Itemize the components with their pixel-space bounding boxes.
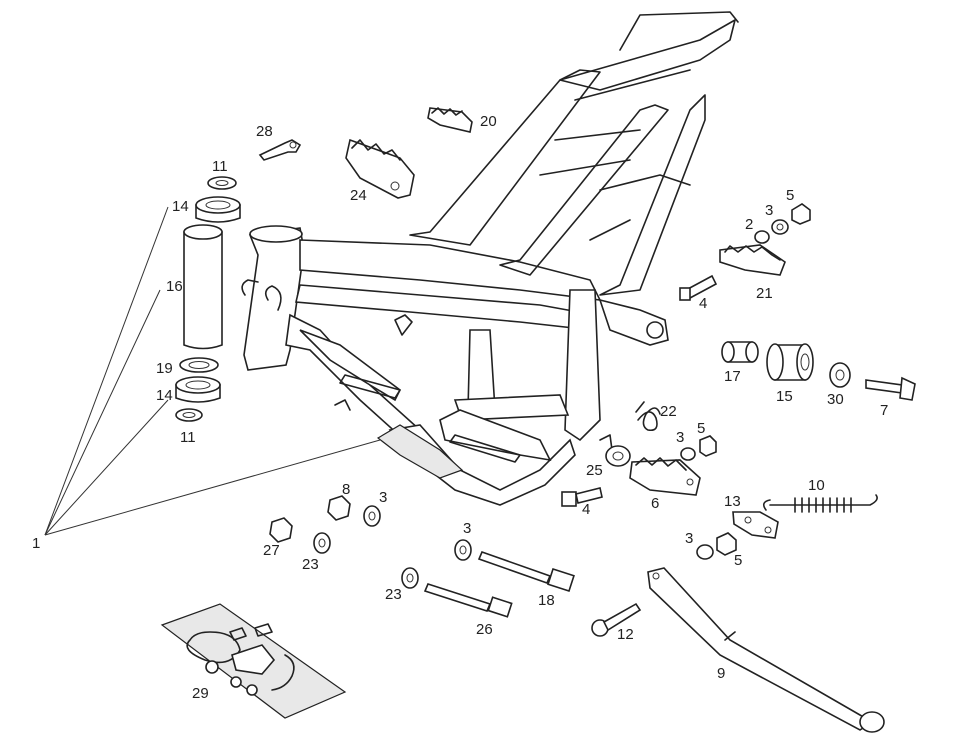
- label-part-27: 27: [263, 542, 280, 559]
- label-part-28: 28: [256, 123, 273, 140]
- label-part-8: 8: [342, 481, 351, 498]
- label-part-6: 6: [651, 495, 660, 512]
- label-part-1: 1: [32, 535, 41, 552]
- label-part-14: 14: [172, 198, 189, 215]
- label-part-4: 4: [699, 295, 708, 312]
- label-part-3: 3: [379, 489, 388, 506]
- label-part-26: 26: [476, 621, 493, 638]
- washer-nut-3-5: [696, 532, 737, 560]
- label-part-20: 20: [480, 113, 497, 130]
- steering-stem-parts: [175, 176, 241, 422]
- label-part-24: 24: [350, 187, 367, 204]
- label-part-14: 14: [156, 387, 173, 404]
- label-part-10: 10: [808, 477, 825, 494]
- label-part-25: 25: [586, 462, 603, 479]
- label-part-23: 23: [385, 586, 402, 603]
- label-part-12: 12: [617, 626, 634, 643]
- label-part-3: 3: [685, 530, 694, 547]
- label-part-30: 30: [827, 391, 844, 408]
- bolt-part-18: [477, 550, 575, 593]
- label-part-3: 3: [676, 429, 685, 446]
- label-part-13: 13: [724, 493, 741, 510]
- label-part-22: 22: [660, 403, 677, 420]
- main-frame: [241, 11, 739, 506]
- label-part-11: 11: [212, 158, 228, 175]
- left-footrest-assembly: [605, 435, 717, 496]
- washers-nuts-lower-left: [269, 495, 472, 589]
- label-part-19: 19: [156, 360, 173, 377]
- label-part-21: 21: [756, 285, 773, 302]
- label-part-4: 4: [582, 501, 591, 518]
- hardware-bag-part-29: [160, 603, 347, 719]
- footrest-part-24: [345, 138, 415, 199]
- label-part-2: 2: [745, 216, 754, 233]
- label-part-3: 3: [463, 520, 472, 537]
- bolt-part-4-lower: [561, 487, 603, 507]
- bolt-part-26: [423, 583, 513, 618]
- label-part-17: 17: [724, 368, 741, 385]
- label-part-11: 11: [180, 429, 196, 446]
- label-part-16: 16: [166, 278, 183, 295]
- side-stand-part-9: [647, 567, 885, 733]
- label-part-15: 15: [776, 388, 793, 405]
- label-part-5: 5: [734, 552, 743, 569]
- spring-part-10: [762, 494, 878, 513]
- label-part-18: 18: [538, 592, 555, 609]
- label-part-3: 3: [765, 202, 774, 219]
- right-footrest-assembly: [679, 203, 811, 301]
- footrest-part-20: [427, 107, 473, 133]
- leader-lines-part-1: [44, 206, 381, 536]
- bolt-part-12: [591, 602, 642, 637]
- label-part-7: 7: [880, 402, 889, 419]
- key-part-28: [258, 139, 302, 161]
- label-part-5: 5: [786, 187, 795, 204]
- label-part-23: 23: [302, 556, 319, 573]
- label-part-5: 5: [697, 420, 706, 437]
- label-part-29: 29: [192, 685, 209, 702]
- spring-part-22: [635, 401, 661, 432]
- label-part-9: 9: [717, 665, 726, 682]
- bushings-and-bolt: [721, 341, 916, 401]
- plate-part-13: [732, 511, 779, 539]
